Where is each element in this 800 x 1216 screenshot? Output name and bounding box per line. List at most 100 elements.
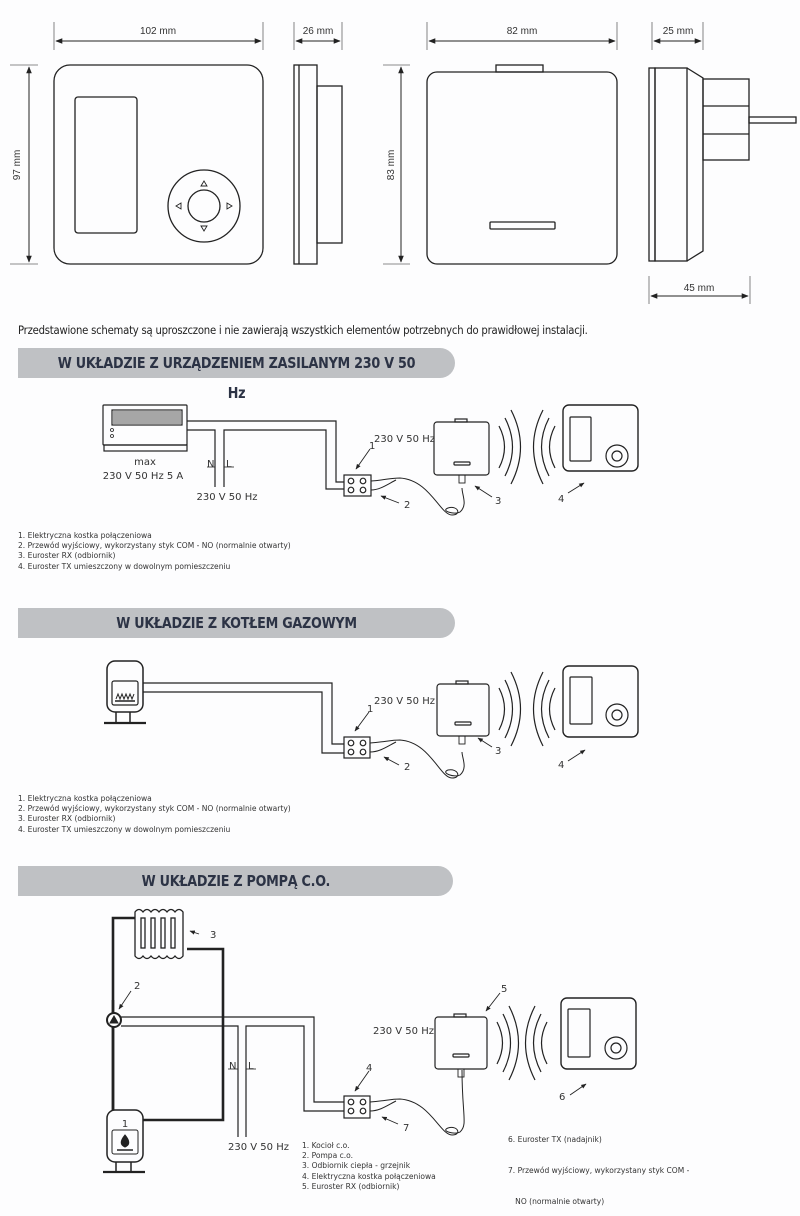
callout-1: 1 — [367, 704, 373, 715]
callout-2: 2 — [134, 981, 140, 992]
legend-item: 3. Euroster RX (odbiornik) — [18, 550, 116, 561]
legend-item: NO (normalnie otwarty) — [508, 1195, 605, 1206]
arrow-right-icon — [226, 202, 233, 210]
callout-5: 5 — [501, 984, 507, 995]
intro-note: Przedstawione schematy są uproszczone i … — [18, 324, 588, 337]
legend-section-1: 1. Elektryczna kostka połączeniowa 2. Pr… — [18, 530, 314, 571]
wire-a — [143, 682, 344, 745]
section-title: W UKŁADZIE Z KOTŁEM GAZOWYM — [116, 614, 357, 632]
thermostat-icon — [560, 997, 637, 1070]
legend-item: 1. Elektryczna kostka połączeniowa — [18, 793, 152, 803]
tx-depth-label: 26 mm — [303, 26, 334, 37]
neutral-label: N — [229, 1061, 236, 1072]
callout-3: 3 — [495, 496, 501, 507]
receiver-icon — [433, 418, 490, 484]
device-rating-max: max — [134, 457, 156, 468]
section-banner-pump: W UKŁADZIE Z POMPĄ C.O. — [18, 866, 453, 896]
pump-icon — [106, 1012, 122, 1028]
tx-height-label: 97 mm — [12, 150, 23, 181]
callout-3: 3 — [495, 746, 501, 757]
mains-label: 230 V 50 Hz — [228, 1142, 289, 1153]
boiler-icon — [103, 1109, 145, 1174]
callout-2: 2 — [404, 762, 410, 773]
dimension-drawings: 102 mm 97 mm 26 mm 82 mm 83 mm — [10, 22, 797, 304]
receiver-body — [426, 71, 618, 265]
legend-section-3-right: 6. Euroster TX (nadajnik) 7. Przewód wyj… — [508, 1114, 705, 1216]
callout-6: 6 — [559, 1092, 565, 1103]
mains-label: 230 V 50 Hz — [197, 492, 258, 503]
arrow-down-icon — [200, 225, 208, 232]
legend-item: 2. Przewód wyjściowy, wykorzystany styk … — [18, 803, 291, 814]
legend-section-2: 1. Elektryczna kostka połączeniowa 2. Pr… — [18, 793, 314, 834]
terminal-block — [343, 736, 371, 759]
output-cable — [370, 477, 465, 516]
legend-item: 4. Elektryczna kostka połączeniowa — [302, 1170, 436, 1181]
legend-item: 5. Euroster RX (odbiornik) — [302, 1180, 400, 1191]
receiver-front-view — [383, 22, 618, 265]
section-title: W UKŁADZIE Z URZĄDZENIEM ZASILANYM 230 V… — [57, 354, 416, 402]
rx-supply-label: 230 V 50 Hz — [373, 1026, 434, 1037]
gas-boiler-icon — [104, 660, 146, 725]
plug-pin — [748, 116, 797, 124]
diagram-gas-boiler: 230 V 50 Hz 1 2 3 4 — [104, 660, 639, 779]
thermostat-icon — [562, 665, 639, 738]
rx-width-label: 82 mm — [507, 26, 538, 37]
receiver-side-view — [648, 22, 797, 304]
callout-2: 2 — [404, 500, 410, 511]
live-label: L — [226, 459, 232, 470]
receiver-led-bar — [489, 221, 556, 230]
rx-supply-label: 230 V 50 Hz — [374, 696, 435, 707]
rx-depth-label: 25 mm — [663, 26, 694, 37]
legend-item: 3. Euroster RX (odbiornik) — [18, 813, 116, 824]
legend-item: 1. Elektryczna kostka połączeniowa — [18, 530, 152, 540]
wire-live-in — [223, 429, 344, 490]
thermostat-body — [53, 64, 264, 265]
arrow-left-icon — [175, 202, 182, 210]
callout-1: 1 — [369, 441, 375, 452]
radio-waves-icon — [498, 409, 556, 485]
device-rating: 230 V 50 Hz 5 A — [103, 471, 184, 482]
center-button — [187, 189, 221, 223]
legend-item: 3. Odbiornik ciepła - grzejnik — [302, 1160, 411, 1171]
section-banner-230v-device: W UKŁADZIE Z URZĄDZENIEM ZASILANYM 230 V… — [18, 348, 455, 402]
wire-b — [143, 691, 344, 754]
callout-7: 7 — [403, 1123, 409, 1134]
callout-4: 4 — [558, 494, 564, 505]
navigation-ring — [167, 169, 241, 243]
rx-supply-label: 230 V 50 Hz — [374, 434, 435, 445]
callout-4: 4 — [366, 1063, 372, 1074]
legend-item: 2. Przewód wyjściowy, wykorzystany styk … — [18, 540, 291, 551]
radio-waves-icon — [498, 671, 556, 747]
neutral-label: N — [207, 459, 214, 470]
callout-3: 3 — [210, 930, 216, 941]
arrow-up-icon — [200, 180, 208, 187]
legend-item: 6. Euroster TX (nadajnik) — [508, 1134, 602, 1145]
radio-waves-icon — [496, 1005, 548, 1081]
section-banner-gas-boiler: W UKŁADZIE Z KOTŁEM GAZOWYM — [18, 608, 455, 638]
live-label: L — [248, 1061, 254, 1072]
legend-item: 4. Euroster TX umieszczony w dowolnym po… — [18, 560, 231, 571]
rx-total-depth-label: 45 mm — [684, 283, 715, 294]
legend-item: 2. Pompa c.o. — [302, 1150, 354, 1161]
callout-4: 4 — [558, 760, 564, 771]
legend-item: 1. Kocioł c.o. — [302, 1140, 350, 1150]
callout-1: 1 — [122, 1119, 128, 1130]
tx-width-label: 102 mm — [140, 26, 176, 37]
thermostat-side-view — [293, 22, 343, 265]
radiator-icon — [134, 908, 184, 960]
receiver-icon — [434, 1013, 488, 1078]
wire-neutral-in — [187, 429, 216, 487]
wire-phase — [187, 420, 344, 483]
diagram-230v-device: max 230 V 50 Hz 5 A N L 230 V 50 Hz 230 … — [102, 404, 639, 516]
legend-item: 7. Przewód wyjściowy, wykorzystany styk … — [508, 1165, 690, 1176]
receiver-icon — [436, 680, 490, 745]
legend-item: 4. Euroster TX umieszczony w dowolnym po… — [18, 823, 231, 834]
thermostat-front-view — [10, 22, 264, 265]
thermostat-icon — [562, 404, 639, 472]
terminal-block — [343, 1095, 371, 1119]
rx-height-label: 83 mm — [386, 150, 397, 181]
thermostat-display — [74, 96, 138, 234]
terminal-block — [343, 474, 372, 497]
legend-section-3-left: 1. Kocioł c.o. 2. Pompa c.o. 3. Odbiorni… — [302, 1140, 447, 1191]
